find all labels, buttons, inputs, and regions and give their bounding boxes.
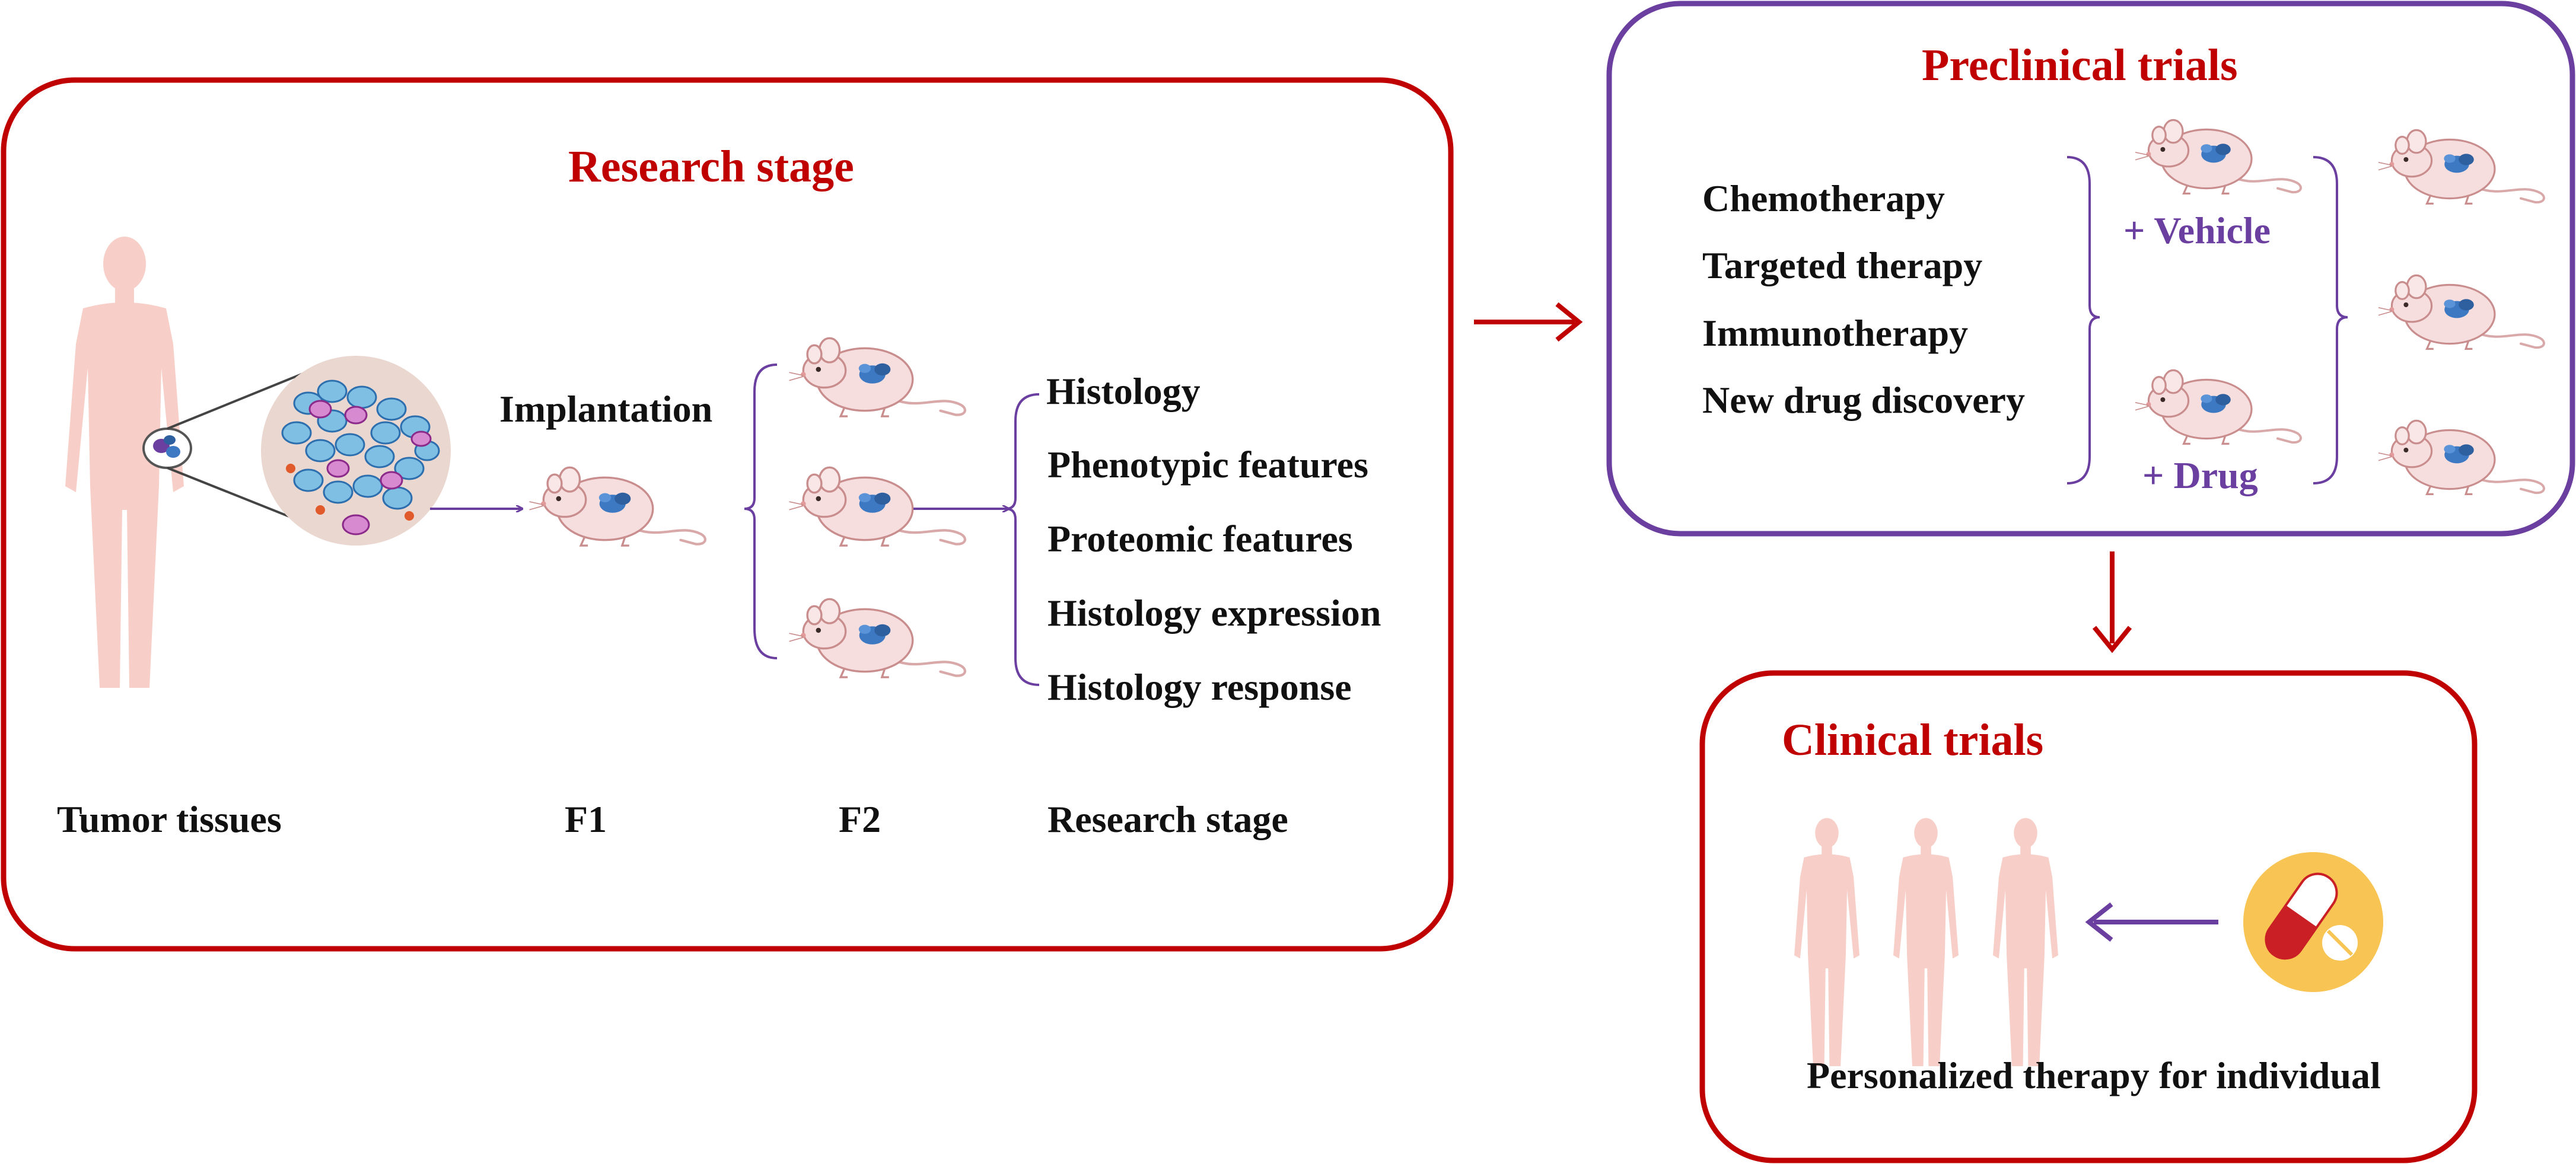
brace-icon	[744, 363, 778, 659]
arrow-icon	[1474, 302, 1583, 342]
preclinical-trials-title: Preclinical trials	[1922, 40, 2238, 90]
mouse-icon	[789, 338, 965, 416]
brace-icon	[2313, 156, 2348, 484]
feature-label: Phenotypic features	[1047, 444, 1368, 486]
feature-label: Histology	[1046, 370, 1201, 412]
feature-label: Histology expression	[1047, 592, 1381, 634]
preclinical-trials-panel	[1606, 1, 2575, 537]
brace-icon	[2066, 156, 2100, 484]
therapy-label: Chemotherapy	[1702, 177, 1945, 219]
vehicle-label: + Vehicle	[2123, 209, 2271, 251]
f2-label: F2	[839, 798, 881, 840]
tumor-cells-icon	[261, 356, 451, 546]
pill-icon	[2243, 852, 2383, 992]
drug-label: + Drug	[2142, 454, 2258, 496]
arrow-icon	[2092, 551, 2132, 653]
mouse-icon	[2135, 120, 2301, 193]
mouse-icon	[2378, 275, 2544, 349]
human-silhouette-icon	[1893, 818, 1959, 1066]
f1-label: F1	[565, 798, 607, 840]
therapy-label: New drug discovery	[1702, 379, 2025, 421]
human-silhouette-icon	[1993, 818, 2058, 1066]
human-silhouette-icon	[1794, 818, 1859, 1066]
therapy-label: Targeted therapy	[1702, 244, 1983, 286]
research-stage-panel	[1, 77, 1454, 952]
feature-label: Histology response	[1047, 666, 1352, 708]
mouse-icon	[530, 467, 705, 546]
mouse-icon	[2378, 130, 2544, 203]
tumor-tissues-label: Tumor tissues	[57, 798, 282, 840]
brace-icon	[1005, 393, 1040, 686]
implantation-label: Implantation	[499, 388, 713, 430]
arrow-icon	[2085, 902, 2218, 942]
feature-label: Proteomic features	[1047, 518, 1353, 560]
mouse-icon	[789, 467, 965, 546]
clinical-trials-title: Clinical trials	[1782, 715, 2044, 765]
therapy-label: Immunotherapy	[1702, 312, 1969, 354]
research-stage-title: Research stage	[568, 142, 854, 192]
clinical-trials-panel	[1699, 670, 2478, 1163]
mouse-icon	[2135, 370, 2301, 444]
mouse-icon	[789, 599, 965, 677]
research-stage-label: Research stage	[1047, 798, 1288, 840]
clinical-caption: Personalized therapy for individual	[1807, 1054, 2381, 1096]
mouse-icon	[2378, 420, 2544, 494]
